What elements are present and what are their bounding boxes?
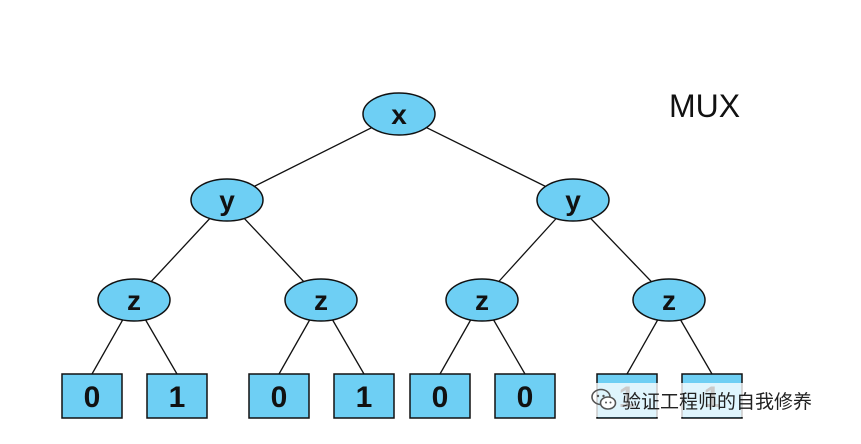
leaf-1-value: 0 — [84, 381, 101, 414]
node-z2-label: z — [314, 285, 328, 316]
node-z1-label: z — [127, 285, 141, 316]
watermark-text: 验证工程师的自我修养 — [622, 390, 813, 413]
edge-x-y2 — [398, 113, 574, 201]
leaf-5-box — [409, 373, 471, 419]
node-y2-label: y — [565, 185, 581, 216]
node-y2-shape — [536, 178, 610, 222]
node-x-shape — [362, 92, 436, 136]
leaf-2-box — [146, 373, 208, 419]
node-z4-label: z — [662, 285, 676, 316]
edge-x-y1 — [226, 113, 400, 201]
leaf-1-box — [61, 373, 123, 419]
node-y1-shape — [190, 178, 264, 222]
mux-label: MUX — [669, 88, 741, 124]
wechat-icon — [591, 388, 617, 410]
leaf-2-value: 1 — [169, 381, 186, 414]
leaf-6-value: 0 — [517, 381, 534, 414]
node-z3-shape — [445, 278, 519, 322]
node-z3-label: z — [475, 285, 489, 316]
node-y1-label: y — [219, 185, 235, 216]
watermark: 验证工程师的自我修养 — [588, 383, 819, 417]
node-z4-shape — [632, 278, 706, 322]
node-z2-shape — [284, 278, 358, 322]
node-z1-shape — [97, 278, 171, 322]
leaf-4-value: 1 — [356, 381, 373, 414]
leaf-4-box — [333, 373, 395, 419]
node-x-label: x — [391, 99, 407, 130]
leaf-3-box — [248, 373, 310, 419]
leaf-6-box — [494, 373, 556, 419]
leaf-3-value: 0 — [271, 381, 288, 414]
leaf-5-value: 0 — [432, 381, 449, 414]
